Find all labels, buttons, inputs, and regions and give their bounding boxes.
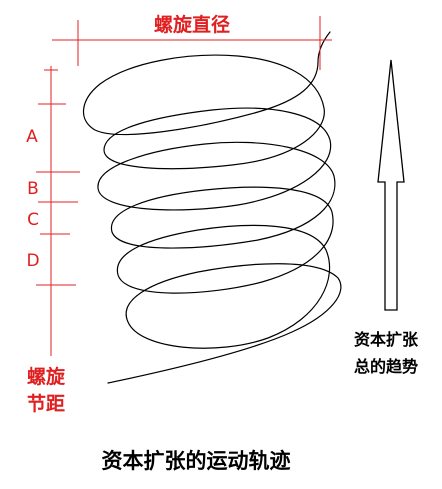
pitch-label-line-1: 螺旋 <box>27 365 66 388</box>
diameter-label: 螺旋直径 <box>154 13 230 36</box>
trend-arrow <box>377 59 405 311</box>
trend-label-line-1: 资本扩张 <box>354 330 419 349</box>
segment-label-a: A <box>26 127 38 147</box>
spiral-trajectory <box>82 31 342 384</box>
segment-label-d: D <box>26 251 39 271</box>
pitch-label-line-2: 节距 <box>27 393 65 415</box>
diameter-dimension <box>52 16 332 70</box>
trend-label-line-2: 总的趋势 <box>354 357 418 376</box>
segment-label-c: C <box>27 210 39 230</box>
segment-label-b: B <box>27 179 39 199</box>
pitch-dimension <box>36 66 80 356</box>
diagram-title: 资本扩张的运动轨迹 <box>102 449 291 473</box>
